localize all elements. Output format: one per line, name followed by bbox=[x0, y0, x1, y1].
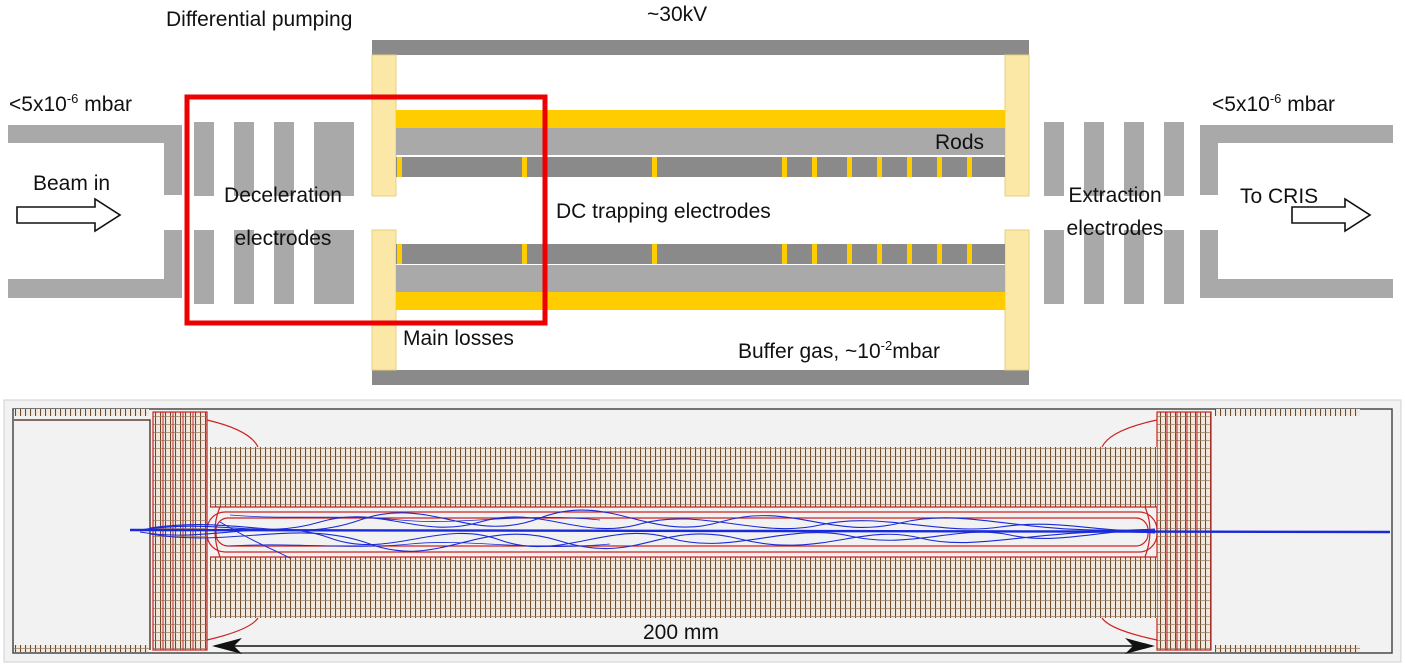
pressure-left-label: <5x10-6 mbar bbox=[9, 91, 133, 116]
lower-dc-electrode-bar bbox=[396, 244, 1005, 264]
hv-cage-top bbox=[372, 40, 1029, 55]
buffer-gas-pre: Buffer gas, ~10 bbox=[738, 340, 881, 363]
deceleration-label-line1: Deceleration bbox=[224, 184, 342, 207]
beam-pipe-right-lower bbox=[1200, 230, 1393, 298]
pressure-left-exp: -6 bbox=[66, 91, 79, 106]
scale-bar-label: 200 mm bbox=[643, 621, 719, 644]
pressure-left-base: <5x10 bbox=[9, 93, 67, 116]
extraction-label-line1: Extraction bbox=[1068, 184, 1162, 207]
differential-pumping-label: Differential pumping bbox=[166, 8, 353, 31]
simulation-outline bbox=[12, 408, 1393, 654]
dc-trapping-label: DC trapping electrodes bbox=[556, 200, 771, 223]
scale-bar-right-arrow-icon bbox=[1125, 638, 1155, 654]
beam-in-arrow-icon bbox=[16, 197, 122, 233]
extraction-label-line2: electrodes bbox=[1066, 217, 1164, 240]
buffer-gas-label: Buffer gas, ~10-2mbar bbox=[738, 338, 941, 363]
sim-left-pipe bbox=[14, 419, 151, 650]
to-cris-arrow-icon bbox=[1291, 197, 1372, 233]
sim-upper-rod-block bbox=[210, 447, 1157, 507]
hv-cage-bottom bbox=[372, 370, 1029, 385]
scale-label-backdrop bbox=[620, 620, 750, 644]
sim-lower-rod-block bbox=[210, 557, 1157, 618]
upper-rod-yellow bbox=[396, 110, 1005, 128]
main-losses-highlight-box bbox=[184, 94, 548, 326]
beam-pipe-left-lower bbox=[8, 230, 182, 298]
main-losses-label: Main losses bbox=[403, 327, 514, 350]
lower-rod-yellow bbox=[396, 292, 1005, 310]
exit-plate-upper bbox=[1004, 54, 1030, 197]
upper-dc-electrode-bar bbox=[396, 157, 1005, 177]
beam-pipe-right-upper bbox=[1200, 125, 1393, 195]
left-entry-strip-bottom bbox=[14, 645, 149, 652]
exit-plate-lower bbox=[1004, 229, 1030, 371]
deceleration-electrodes bbox=[194, 122, 354, 304]
voltage-label: ~30kV bbox=[647, 3, 708, 26]
buffer-gas-exp: -2 bbox=[880, 338, 893, 353]
scale-bar-left-arrow-icon bbox=[212, 638, 242, 654]
beam-pipe-left-upper bbox=[8, 125, 182, 195]
beam-in-label: Beam in bbox=[33, 172, 111, 195]
right-exit-strip-bottom bbox=[1215, 645, 1360, 652]
lower-rod-gray bbox=[396, 265, 1005, 292]
pressure-right-label: <5x10-6 mbar bbox=[1212, 91, 1336, 116]
deceleration-label-line2: electrodes bbox=[234, 227, 332, 250]
left-entry-strip-top bbox=[14, 409, 149, 416]
to-cris-label: To CRIS bbox=[1240, 185, 1319, 208]
entrance-plate-upper bbox=[371, 54, 397, 197]
rods-label: Rods bbox=[935, 131, 985, 154]
right-exit-strip-top bbox=[1215, 409, 1360, 416]
upper-rod-gray bbox=[396, 128, 1005, 155]
pressure-right-unit: mbar bbox=[1281, 93, 1336, 116]
extraction-electrodes bbox=[1044, 122, 1184, 304]
pressure-left-unit: mbar bbox=[78, 93, 133, 116]
ion-trajectories bbox=[129, 509, 1391, 559]
entrance-plate-lower bbox=[371, 229, 397, 371]
dc-segment-gaps bbox=[397, 157, 972, 264]
pressure-right-base: <5x10 bbox=[1212, 93, 1270, 116]
buffer-gas-post: mbar bbox=[892, 340, 941, 363]
pressure-right-exp: -6 bbox=[1269, 91, 1282, 106]
